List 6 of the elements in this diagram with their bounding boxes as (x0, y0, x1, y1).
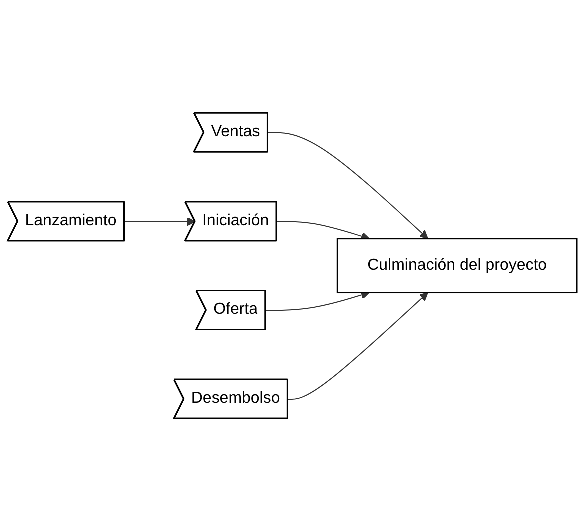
arrow (266, 290, 370, 311)
node-box: Culminación del proyecto (336, 238, 578, 294)
arrow (268, 132, 428, 239)
arrow (288, 292, 428, 400)
arrow (124, 217, 196, 226)
arrow (276, 220, 370, 240)
